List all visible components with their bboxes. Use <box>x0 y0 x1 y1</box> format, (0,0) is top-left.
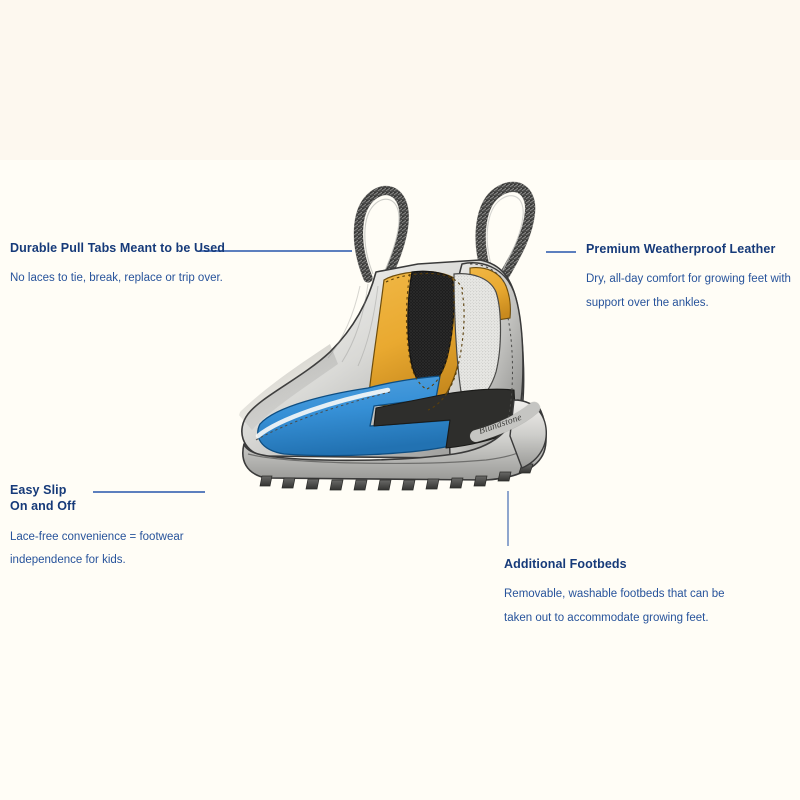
callout-body-additional-footbeds: Removable, washable footbeds that can be… <box>504 588 725 624</box>
callout-title-additional-footbeds: Additional Footbeds <box>504 557 627 571</box>
callout-easy-slip-on-and-off: Easy Slip On and Off Lace-free convenien… <box>10 482 210 573</box>
connector-line-leather <box>546 251 576 253</box>
callout-additional-footbeds: Additional Footbeds Removable, washable … <box>504 556 754 630</box>
callout-title-premium-weatherproof-leather: Premium Weatherproof Leather <box>586 242 776 256</box>
callout-title-line-1: Easy Slip <box>10 483 67 497</box>
callout-body-easy-slip-on-and-off: Lace-free convenience = footwear indepen… <box>10 530 184 567</box>
chelsea-boot-cutaway-illustration: Blundstone <box>218 168 588 508</box>
callout-body-premium-weatherproof-leather: Dry, all-day comfort for growing feet wi… <box>586 273 791 309</box>
callout-title-durable-pull-tabs: Durable Pull Tabs Meant to be Used <box>10 241 226 255</box>
callout-title-line-2: On and Off <box>10 499 76 514</box>
illustration-alt-text: Hand-drawn cutaway illustration of a kid… <box>218 508 219 509</box>
boot-detail-shading <box>238 263 513 441</box>
pull-tab-right <box>475 181 536 282</box>
callout-premium-weatherproof-leather: Premium Weatherproof Leather Dry, all-da… <box>586 241 796 315</box>
connector-line-footbeds <box>507 491 509 546</box>
pull-tab-left <box>353 185 409 289</box>
callout-body-durable-pull-tabs: No laces to tie, break, replace or trip … <box>10 272 223 285</box>
boot-outsole: Blundstone <box>242 399 547 491</box>
callout-durable-pull-tabs: Durable Pull Tabs Meant to be Used No la… <box>10 240 225 291</box>
background-band <box>0 0 800 160</box>
brand-mark: Blundstone <box>469 401 541 443</box>
callout-title-easy-slip-on-and-off: Easy Slip On and Off <box>10 482 210 515</box>
connector-line-pull-tabs <box>200 250 352 252</box>
connector-line-easy-slip <box>93 491 205 493</box>
